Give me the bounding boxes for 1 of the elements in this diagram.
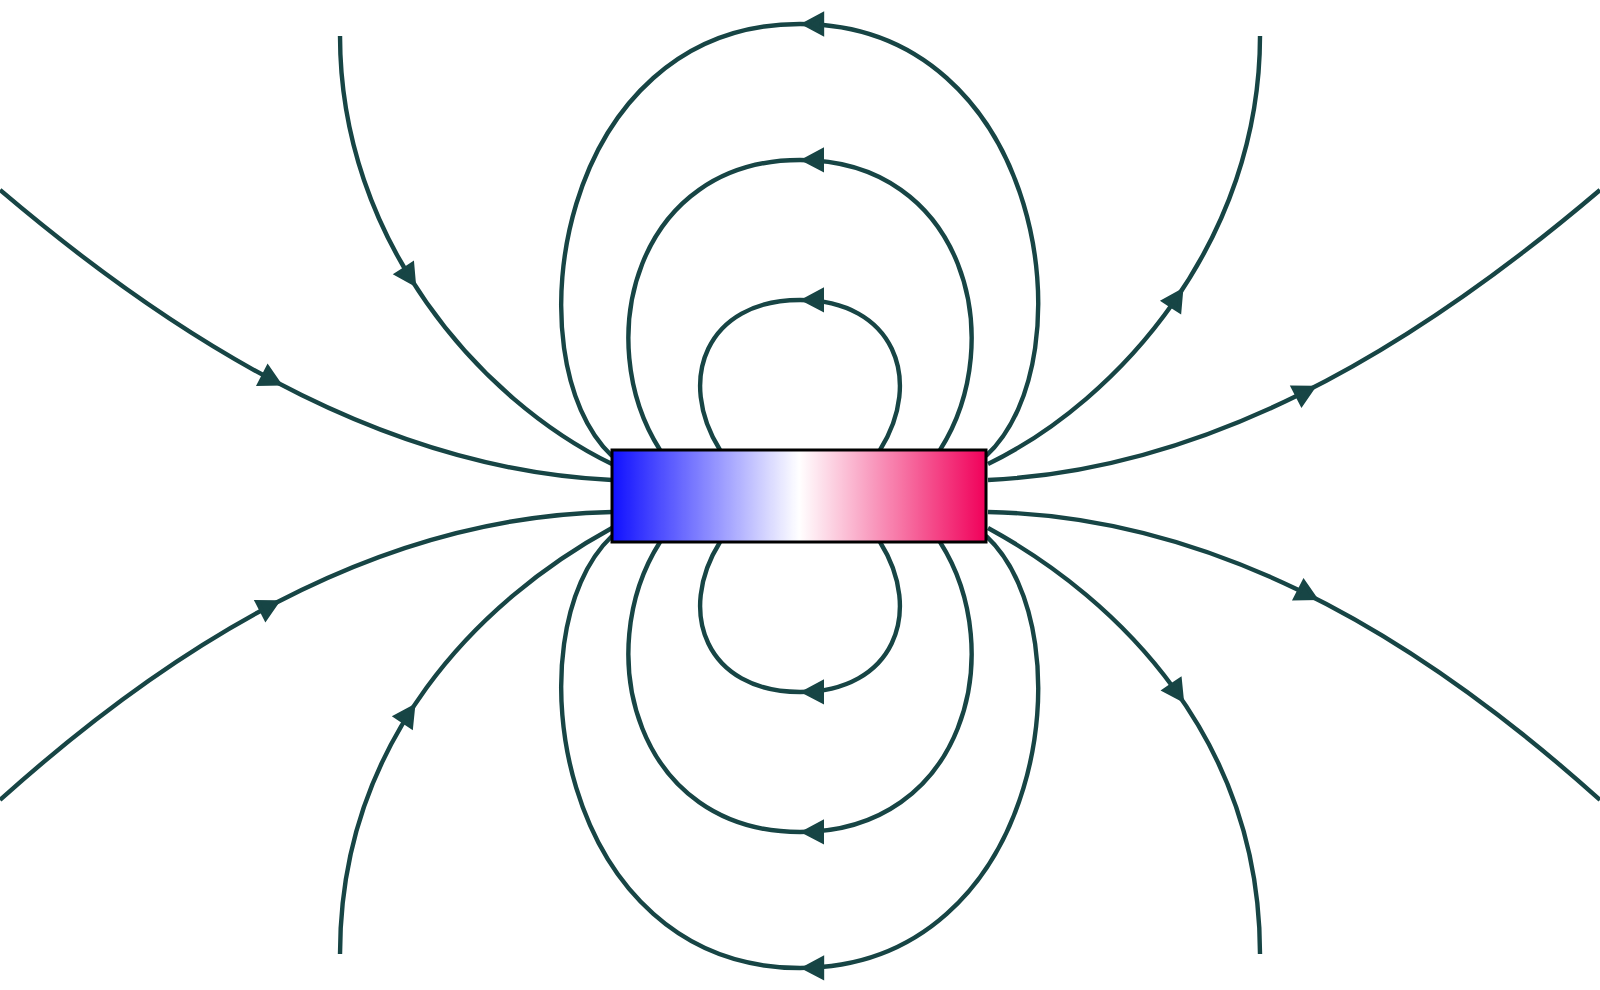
bar-magnet	[610, 448, 988, 544]
